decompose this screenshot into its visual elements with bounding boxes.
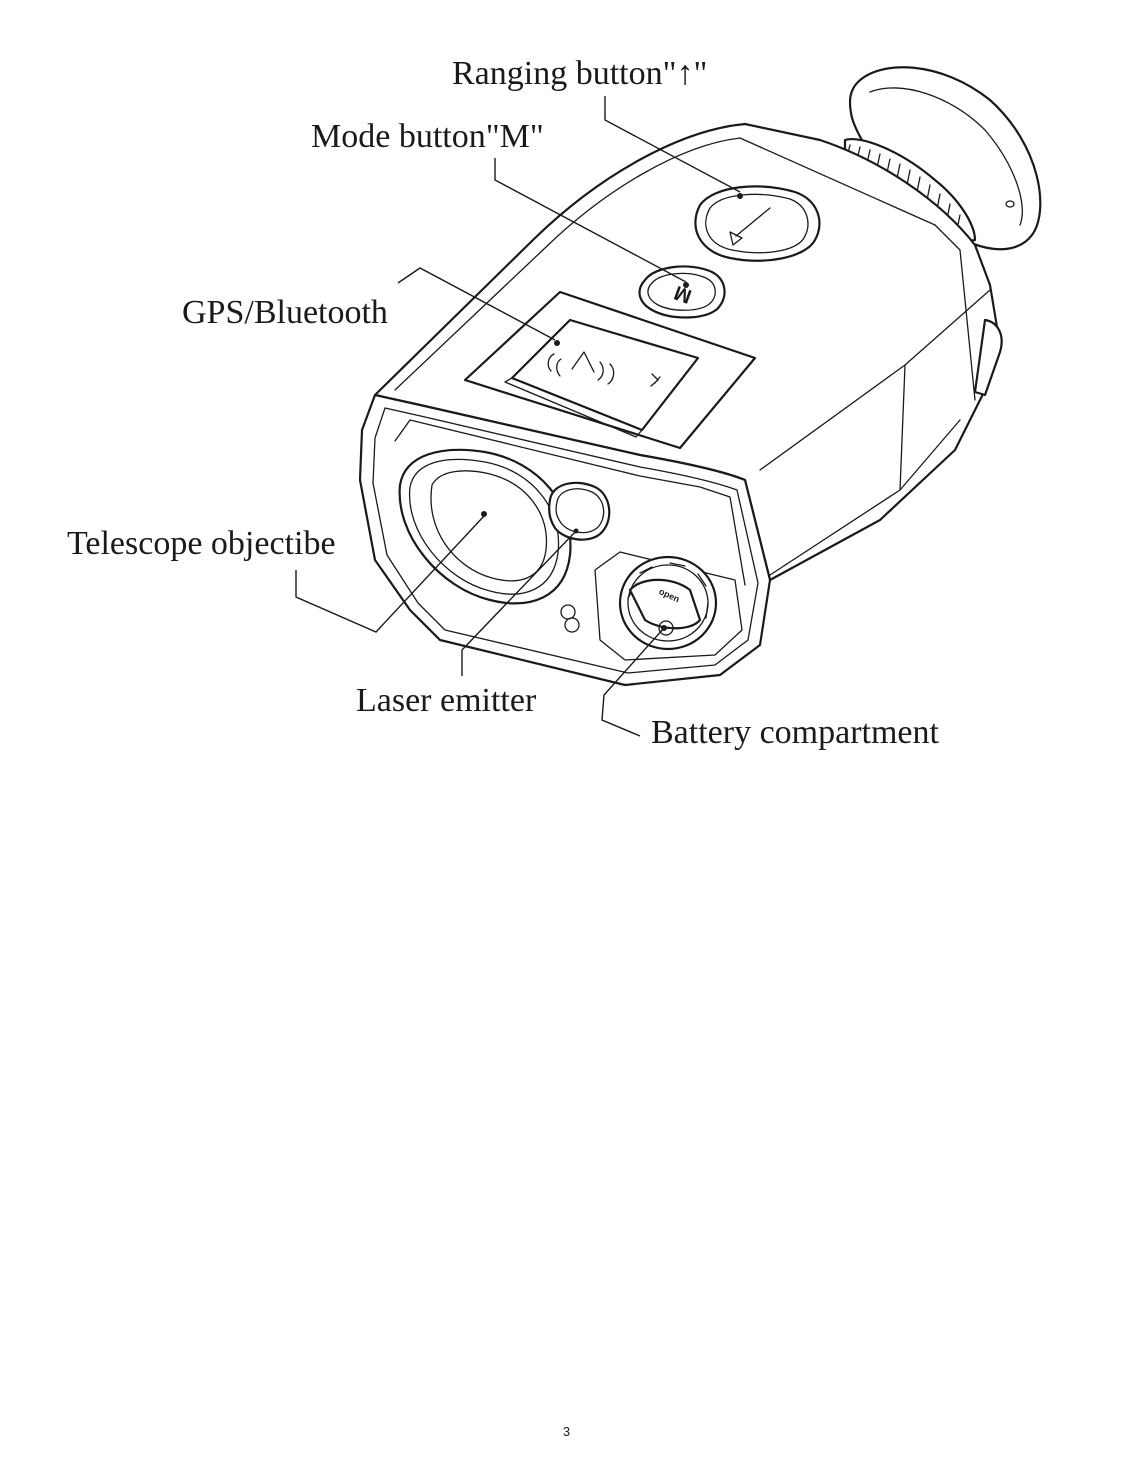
rangefinder-illustration: M <box>295 66 1042 737</box>
label-battery-compartment: Battery compartment <box>651 714 939 751</box>
mode-button-shape: M <box>638 265 726 319</box>
label-telescope-objective: Telescope objectibe <box>67 525 336 562</box>
label-laser-emitter: Laser emitter <box>356 682 537 719</box>
label-ranging-button: Ranging button"↑" <box>452 55 708 92</box>
telescope-objective-shape <box>398 448 572 605</box>
label-mode-button: Mode button"M" <box>311 118 544 155</box>
leader-lines <box>295 96 743 737</box>
ranging-button-shape <box>694 185 821 262</box>
rangefinder-diagram: M <box>67 55 1042 751</box>
battery-compartment-shape: open <box>594 551 743 661</box>
mode-button-glyph: M <box>671 281 694 307</box>
label-gps-bluetooth: GPS/Bluetooth <box>182 294 388 331</box>
page-number: 3 <box>562 1424 571 1439</box>
